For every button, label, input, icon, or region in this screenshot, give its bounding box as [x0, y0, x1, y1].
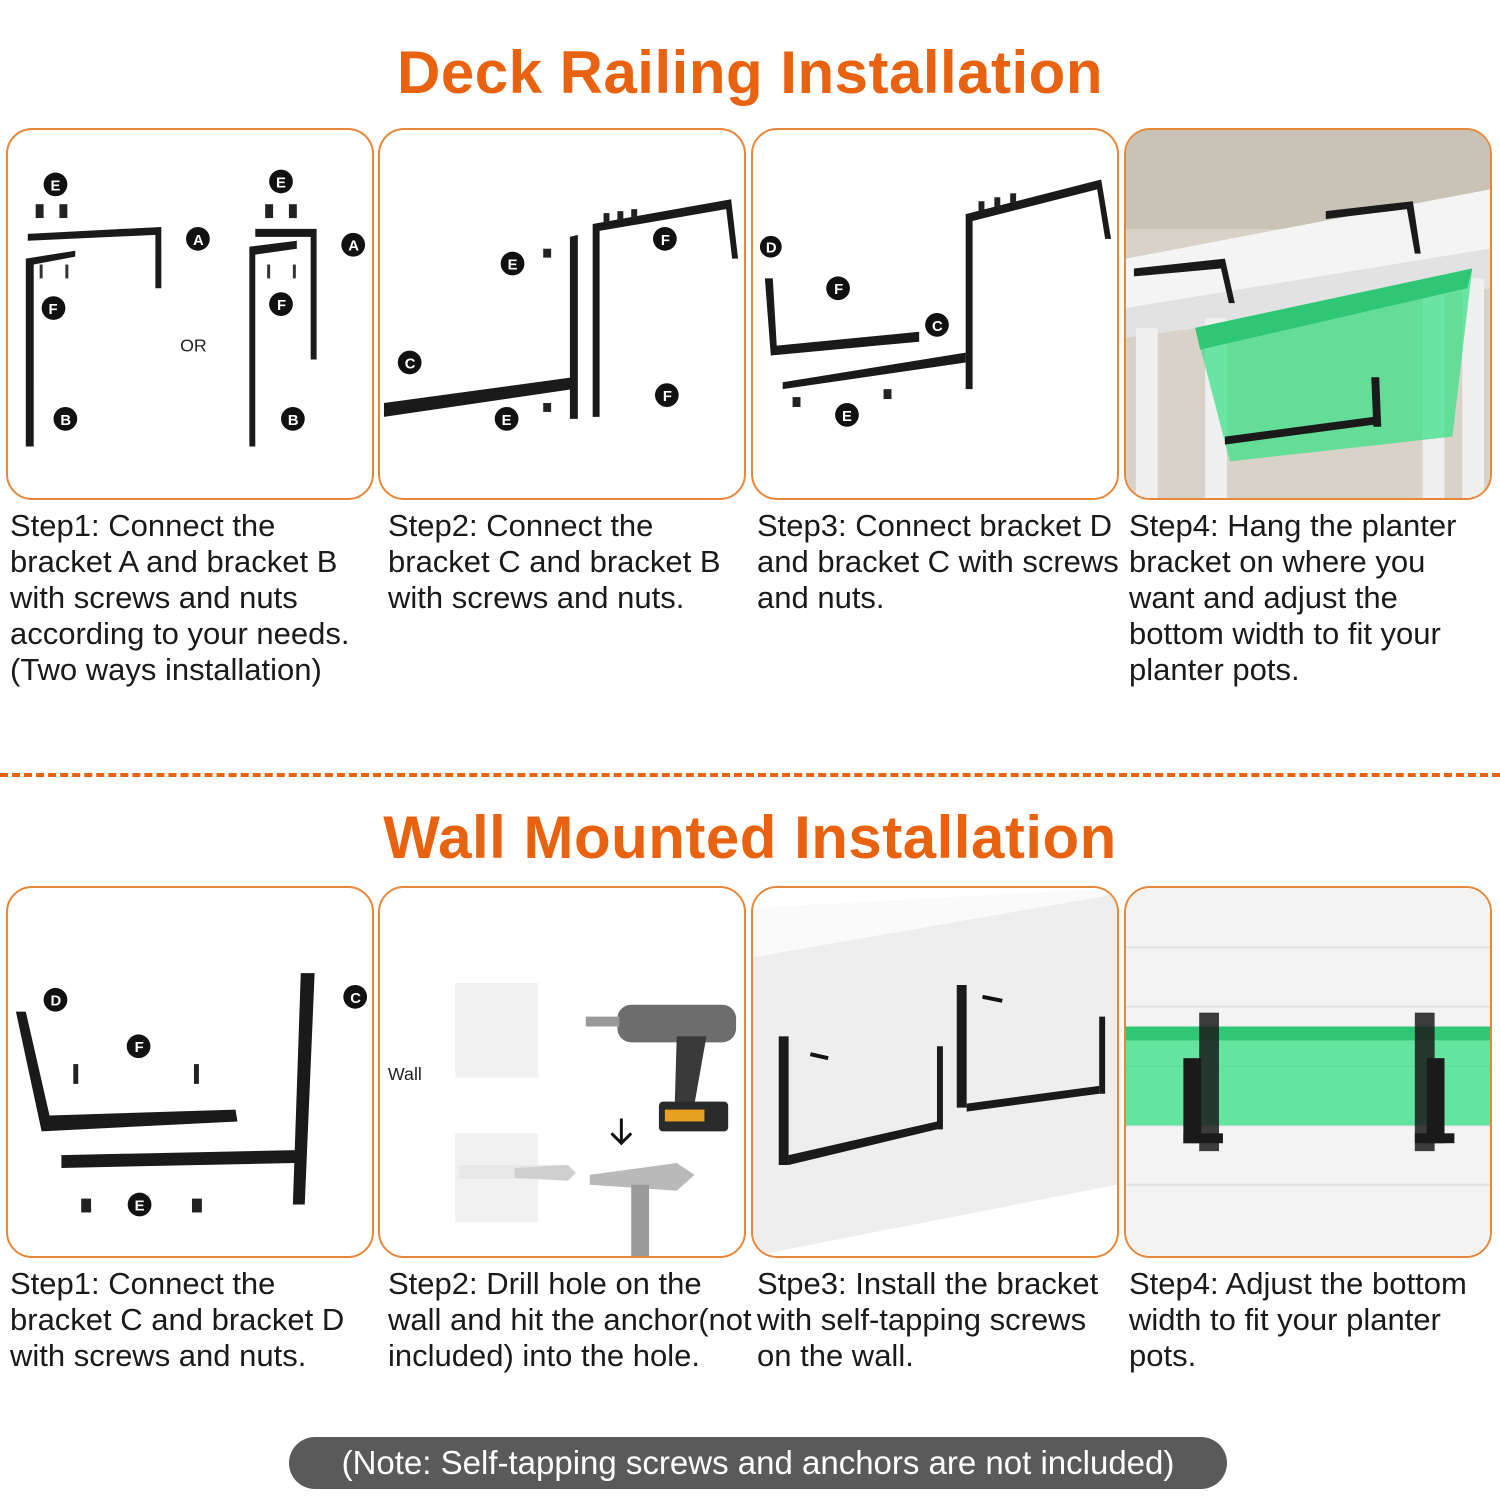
deck-step3-caption: Step3: Connect bracket D and bracket C w… [757, 508, 1119, 615]
label-c-badge: C [397, 350, 422, 375]
svg-text:E: E [135, 1198, 145, 1214]
label-e-badge: E [494, 406, 519, 431]
svg-text:F: F [135, 1040, 144, 1056]
wall-step2-illustration: Wall [378, 886, 746, 1258]
label-e-badge: E [43, 172, 68, 197]
svg-text:C: C [350, 991, 361, 1007]
svg-text:B: B [288, 413, 299, 429]
wall-step4-photo [1124, 886, 1492, 1258]
label-b-badge: B [53, 406, 78, 431]
label-f-badge: F [826, 276, 850, 301]
wall-mounted-title: Wall Mounted Installation [383, 804, 1117, 871]
svg-text:E: E [508, 257, 518, 273]
label-d-badge: D [759, 235, 782, 258]
arrow-down-icon [610, 1118, 633, 1146]
label-f-badge: F [41, 296, 66, 320]
svg-text:C: C [932, 319, 943, 335]
wall-step3-diagram [753, 888, 1117, 1256]
label-f-badge: F [269, 292, 293, 316]
svg-text:A: A [348, 239, 359, 255]
svg-text:F: F [661, 233, 670, 249]
wall-step4-caption: Step4: Adjust the bottom width to fit yo… [1129, 1266, 1467, 1373]
wall-brick-scene [1126, 888, 1490, 1256]
label-c-badge: C [343, 984, 368, 1009]
deck-step2-caption: Step2: Connect the bracket C and bracket… [388, 508, 721, 615]
svg-text:A: A [193, 233, 204, 249]
deck-step4-caption: Step4: Hang the planter bracket on where… [1129, 508, 1457, 687]
label-c-badge: C [925, 313, 949, 337]
wall-step1-caption: Step1: Connect the bracket C and bracket… [10, 1266, 345, 1373]
svg-text:E: E [502, 413, 512, 429]
label-a-badge: A [341, 232, 366, 257]
label-f-badge: F [654, 383, 679, 407]
deck-step2-diagram: E E F F C [383, 199, 739, 431]
svg-text:F: F [834, 282, 843, 298]
svg-text:E: E [51, 178, 61, 194]
wall-label: Wall [388, 1064, 422, 1084]
svg-text:E: E [842, 409, 852, 425]
svg-text:D: D [51, 994, 62, 1010]
drill-icon [585, 1004, 737, 1132]
deck-step1-diagram: E E A A F F B B OR [25, 169, 366, 447]
label-e-badge: E [500, 251, 525, 276]
or-label: OR [180, 336, 207, 356]
label-f-badge: F [653, 226, 677, 251]
deck-step2-illustration: E E F F C [378, 128, 746, 500]
svg-text:F: F [663, 389, 672, 405]
note-banner: (Note: Self-tapping screws and anchors a… [289, 1437, 1227, 1489]
deck-step3-illustration: D F C E [751, 128, 1119, 500]
deck-step1-illustration: E E A A F F B B OR [6, 128, 374, 500]
svg-text:B: B [60, 413, 71, 429]
wall-step1-illustration: D F C E [6, 886, 374, 1258]
deck-railing-scene [1126, 130, 1490, 498]
svg-text:F: F [49, 302, 58, 318]
deck-step3-diagram: D F C E [759, 179, 1112, 427]
label-b-badge: B [281, 406, 305, 431]
hammer-icon [589, 1163, 695, 1256]
deck-step1-caption: Step1: Connect the bracket A and bracket… [10, 508, 350, 687]
svg-text:F: F [277, 298, 286, 314]
wall-step3-illustration [751, 886, 1119, 1258]
label-f-badge: F [126, 1034, 151, 1059]
label-a-badge: A [186, 226, 210, 251]
svg-text:D: D [766, 241, 777, 257]
label-d-badge: D [43, 987, 68, 1012]
section-divider [0, 773, 1500, 777]
wall-step2-caption: Step2: Drill hole on the wall and hit th… [388, 1266, 752, 1373]
deck-railing-title: Deck Railing Installation [397, 39, 1103, 106]
label-e-badge: E [127, 1192, 152, 1217]
svg-text:C: C [405, 356, 416, 372]
wall-step1-diagram: D F C E [15, 973, 368, 1217]
wall-step2-diagram: Wall [388, 982, 737, 1256]
wall-step3-caption: Stpe3: Install the bracket with self-tap… [757, 1266, 1099, 1373]
svg-text:E: E [276, 175, 286, 191]
label-e-badge: E [835, 403, 859, 427]
deck-step4-photo [1124, 128, 1492, 500]
label-e-badge: E [269, 169, 293, 194]
